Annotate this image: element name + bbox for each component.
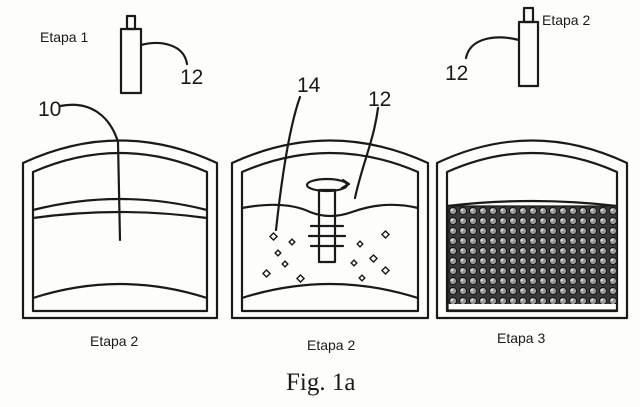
stage-label-bottom-3: Etapa 3 (497, 330, 545, 346)
packed-spheres (448, 206, 617, 304)
ref-10: 10 (38, 98, 61, 121)
leader-12-left (139, 41, 189, 66)
particles (261, 229, 391, 284)
ref-12-middle: 12 (368, 88, 391, 111)
ref-14: 14 (297, 74, 321, 97)
leader-12-right (464, 36, 521, 60)
ref-12-left: 12 (180, 66, 203, 89)
leader-12-middle (353, 106, 380, 200)
container-2 (230, 95, 430, 320)
leader-10 (58, 103, 122, 242)
probe-stage1 (119, 14, 189, 95)
vortex-surface (240, 203, 420, 218)
stage-label-top-right: Etapa 2 (542, 12, 590, 28)
ref-12-right: 12 (445, 62, 468, 85)
stage-label-bottom-1: Etapa 2 (90, 333, 138, 349)
container-3 (435, 139, 629, 320)
leader-14 (274, 95, 302, 232)
container-1 (21, 103, 219, 320)
figure-caption: Fig. 1a (286, 369, 355, 396)
stage-label-bottom-2: Etapa 2 (307, 337, 355, 353)
probe-stage2 (464, 6, 540, 88)
stage-label-top-left: Etapa 1 (40, 29, 88, 45)
